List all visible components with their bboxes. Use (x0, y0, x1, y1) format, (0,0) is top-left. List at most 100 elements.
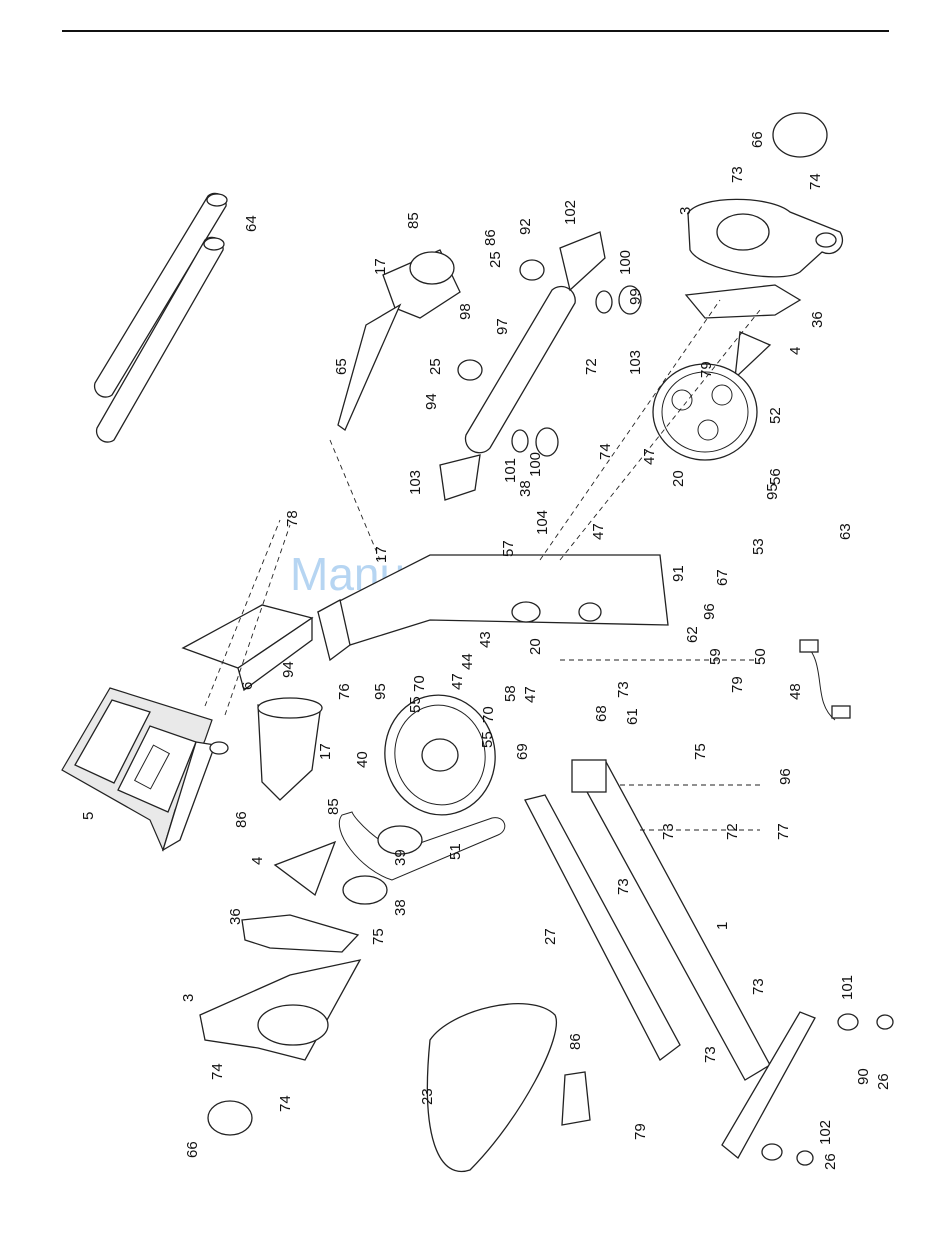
callout-79: 79 (729, 676, 746, 693)
callout-51: 51 (447, 843, 464, 860)
flywheel (384, 694, 496, 816)
callout-90: 86 (567, 1033, 584, 1050)
callout-63: 63 (837, 523, 854, 540)
rail-cover (524, 794, 681, 1061)
callout-55: 55 (479, 731, 496, 748)
callout-75: 75 (370, 928, 387, 945)
callout-73: 73 (615, 878, 632, 895)
callout-17: 17 (373, 546, 390, 563)
callout-36: 36 (227, 908, 244, 925)
callout-94: 94 (423, 393, 440, 410)
callout-50: 50 (752, 648, 769, 665)
callout-100: 100 (527, 452, 544, 477)
callout-101: 101 (502, 458, 519, 483)
drive-pulley (652, 363, 758, 461)
callout-57: 57 (500, 540, 517, 557)
callout-101: 100 (617, 250, 634, 275)
callout-26: 26 (822, 1153, 839, 1170)
callout-85: 79 (698, 361, 715, 378)
callout-labels: 1 3 3 4 4 5 6 17 17 17 20 20 23 25 25 26… (80, 131, 892, 1170)
shroud-17-lower (257, 697, 323, 801)
handlebar-tubes (93, 192, 228, 443)
callout-66: 66 (184, 1141, 201, 1158)
callout-77: 76 (336, 683, 353, 700)
console-mast (181, 519, 314, 716)
callout-40: 40 (354, 751, 371, 768)
callout-52: 52 (767, 407, 784, 424)
callout-103: 102 (562, 200, 579, 225)
callout-55: 55 (407, 696, 424, 713)
right-crank-parts (684, 284, 802, 380)
console (61, 687, 229, 852)
callout-58: 58 (502, 685, 519, 702)
callout-5: 5 (80, 812, 97, 820)
right-cap-66 (772, 112, 828, 158)
shroud-17-upper (337, 249, 461, 431)
callout-73: 73 (615, 681, 632, 698)
left-cap-66 (207, 1100, 253, 1136)
callout-76: 75 (692, 743, 709, 760)
callout-47: 47 (590, 523, 607, 540)
drive-belt (338, 811, 506, 881)
callout-79: 78 (284, 510, 301, 527)
callout-3: 3 (180, 994, 197, 1002)
callout-48: 48 (787, 683, 804, 700)
callout-103: 103 (407, 470, 424, 495)
callout-70: 70 (480, 706, 497, 723)
callout-4: 4 (249, 857, 266, 865)
callout-26: 26 (875, 1073, 892, 1090)
wire-harness (799, 639, 851, 721)
callout-17: 17 (372, 258, 389, 275)
callout-27: 27 (542, 928, 559, 945)
callout-94: 92 (517, 218, 534, 235)
callout-102: 102 (817, 1120, 834, 1145)
callout-39: 39 (392, 849, 409, 866)
callout-20: 20 (527, 638, 544, 655)
callout-38: 38 (392, 899, 409, 916)
callout-74: 74 (209, 1063, 226, 1080)
callout-102: 101 (839, 975, 856, 1000)
callout-73: 73 (702, 1046, 719, 1063)
seat-tube (439, 231, 642, 501)
callout-65: 65 (333, 358, 350, 375)
callout-70: 70 (411, 675, 428, 692)
callout-92: 91 (670, 565, 687, 582)
callout-3: 3 (677, 207, 694, 215)
callout-61: 61 (624, 708, 641, 725)
callout-72: 72 (583, 358, 600, 375)
callout-59: 59 (707, 648, 724, 665)
callout-47: 47 (641, 448, 658, 465)
callout-95: 94 (280, 661, 297, 678)
callout-25: 25 (427, 358, 444, 375)
callout-85: 85 (325, 798, 342, 815)
callout-6: 6 (239, 682, 256, 690)
callout-79: 79 (632, 1123, 649, 1140)
callout-62: 62 (684, 626, 701, 643)
callout-74: 74 (807, 173, 824, 190)
callout-36: 36 (809, 311, 826, 328)
callout-1: 1 (714, 922, 731, 930)
callout-64: 64 (243, 215, 260, 232)
callout-44: 44 (459, 653, 476, 670)
left-side-cover (199, 959, 362, 1061)
callout-25: 25 (487, 251, 504, 268)
callout-75: 74 (597, 443, 614, 460)
callout-53: 53 (750, 538, 767, 555)
right-side-cover (687, 198, 844, 278)
callout-86: 85 (405, 212, 422, 229)
callout-20: 20 (670, 470, 687, 487)
callout-47: 47 (449, 673, 466, 690)
callout-23: 23 (419, 1088, 436, 1105)
callout-95: 95 (372, 683, 389, 700)
callout-100: 99 (627, 288, 644, 305)
callout-43: 43 (477, 631, 494, 648)
callout-17: 17 (317, 743, 334, 760)
callout-47: 47 (522, 686, 539, 703)
callout-74: 73 (729, 166, 746, 183)
callout-98: 97 (494, 318, 511, 335)
top-rule (62, 30, 889, 32)
callout-38: 38 (517, 480, 534, 497)
callout-72: 72 (724, 823, 741, 840)
callout-56: 56 (767, 468, 784, 485)
